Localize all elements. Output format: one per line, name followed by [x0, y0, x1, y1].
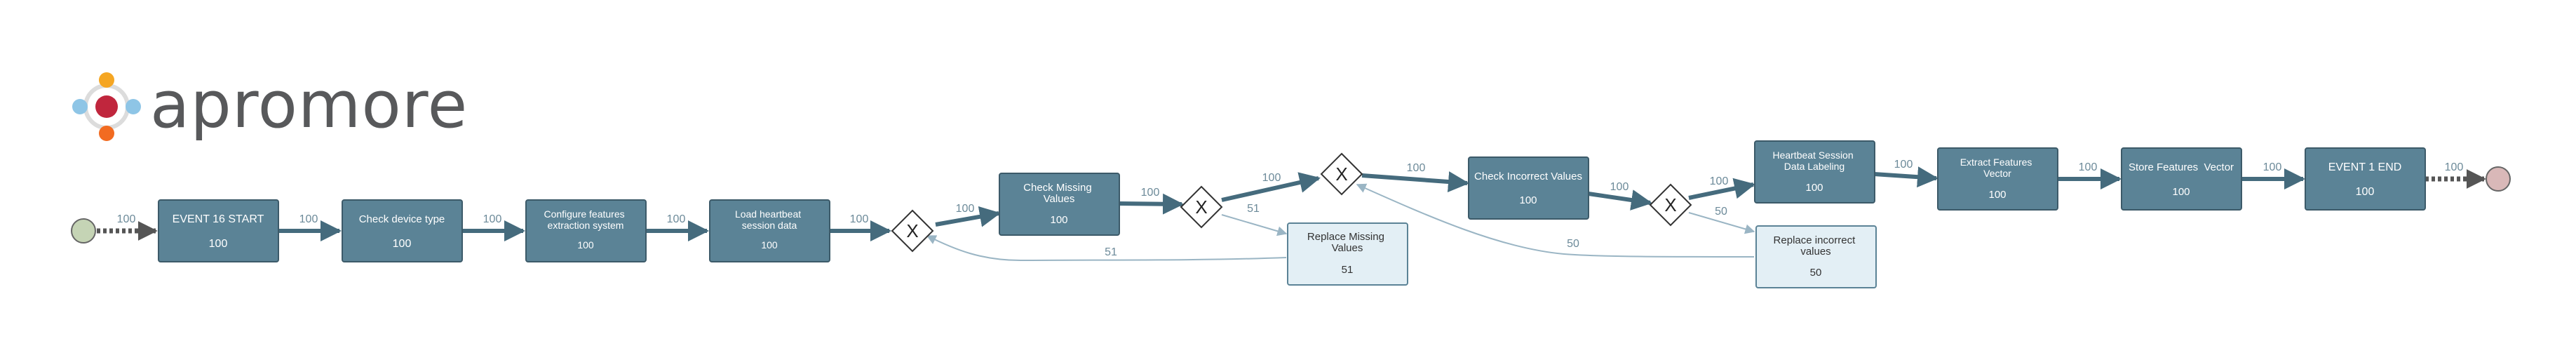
start-event[interactable]	[71, 218, 96, 244]
edge-label: 51	[1247, 203, 1260, 215]
task-replace-incorrect-values[interactable]: Replace incorrect values 50	[1755, 225, 1877, 288]
edge-label: 100	[1407, 162, 1426, 174]
task-replace-missing-values[interactable]: Replace Missing Values 51	[1287, 222, 1408, 286]
task-count: 100	[2356, 186, 2375, 198]
task-check-missing-values[interactable]: Check Missing Values 100	[999, 173, 1120, 236]
edge-replace-incorrect-to-gateway3[interactable]	[1356, 183, 1755, 258]
edge-label: 100	[1610, 181, 1629, 193]
task-event1-end[interactable]: EVENT 1 END 100	[2305, 147, 2426, 211]
task-check-device-type[interactable]: Check device type 100	[342, 199, 463, 262]
task-count: 100	[761, 239, 778, 251]
task-label-line2: extraction system	[548, 220, 624, 231]
task-label-line1: Heartbeat Session	[1772, 149, 1853, 161]
edge-label: 100	[667, 213, 686, 225]
task-load-heartbeat-session-data[interactable]: Load heartbeat session data 100	[709, 199, 830, 262]
task-label-line1: Extract Features	[1960, 156, 2032, 168]
end-event[interactable]	[2486, 166, 2511, 192]
gateway-symbol: X	[1664, 194, 1676, 215]
edge-label: 100	[956, 203, 975, 215]
edge-label: 50	[1567, 238, 1579, 250]
task-label-line2: session data	[742, 220, 797, 231]
task-event16-start[interactable]: EVENT 16 START 100	[158, 199, 279, 262]
edge-gateway1-to-check-missing[interactable]	[935, 206, 1001, 227]
edge-labeling-to-extract[interactable]	[1873, 166, 1938, 188]
task-label-line2: Data Labeling	[1784, 161, 1845, 172]
edge-label: 100	[117, 213, 136, 225]
gateway-3[interactable]: X	[1320, 152, 1363, 196]
gateway-4[interactable]: X	[1649, 183, 1692, 227]
task-label-line2: values	[1800, 246, 1830, 258]
task-extract-features-vector[interactable]: Extract Features Vector 100	[1937, 147, 2058, 211]
task-label: EVENT 1 END	[2328, 161, 2402, 173]
task-label: Check Missing Values	[1023, 182, 1095, 205]
task-count: 100	[393, 238, 412, 250]
edge-replace-missing-to-gateway1[interactable]	[926, 235, 1287, 262]
task-count: 100	[1988, 189, 2006, 201]
edge-label: 100	[1262, 172, 1281, 184]
edge-label: 100	[1141, 187, 1160, 199]
task-label: Load heartbeat session data	[735, 208, 804, 231]
edge-label: 100	[850, 213, 869, 225]
task-label: Replace Missing Values	[1307, 231, 1387, 254]
task-count: 100	[577, 239, 594, 251]
edge-label: 100	[1894, 159, 1913, 171]
edge-label: 50	[1715, 206, 1727, 218]
task-label-line1: Check Missing	[1023, 182, 1092, 194]
edge-label: 100	[299, 213, 318, 225]
edge-label: 100	[483, 213, 502, 225]
task-label-line2: Values	[1332, 242, 1363, 254]
edge-label: 100	[2079, 161, 2098, 173]
edge-gateway2-to-gateway3[interactable]	[1221, 172, 1321, 202]
edge-label: 51	[1105, 246, 1117, 258]
task-label: Extract Features Vector	[1960, 156, 2035, 179]
task-count: 50	[1810, 267, 1822, 279]
task-label-line2: Values	[1044, 193, 1075, 205]
edges: 100 100 100 100 100 100 100 51 51 100 10…	[97, 159, 2486, 262]
apromore-logo-icon	[72, 72, 141, 141]
edge-label: 100	[1710, 175, 1729, 187]
task-label: EVENT 16 START	[173, 213, 264, 225]
task-check-incorrect-values[interactable]: Check Incorrect Values 100	[1468, 156, 1589, 220]
task-label-line1: Replace incorrect	[1774, 234, 1856, 246]
edge-label: 100	[2445, 161, 2464, 173]
apromore-wordmark: apromore	[150, 67, 468, 142]
gateway-1[interactable]: X	[891, 209, 934, 253]
task-label: Check device type	[359, 213, 445, 225]
edge-gateway4-to-replace-incorrect[interactable]	[1688, 212, 1755, 234]
task-store-features-vector[interactable]: Store Features Vector 100	[2121, 147, 2242, 211]
task-configure-features-extraction[interactable]: Configure features extraction system 100	[525, 199, 647, 262]
gateway-symbol: X	[1195, 196, 1207, 218]
task-label-line1: Load heartbeat	[735, 208, 801, 220]
task-label: Check Incorrect Values	[1474, 171, 1582, 182]
edge-gateway4-to-labeling[interactable]	[1688, 178, 1755, 200]
edge-check-incorrect-to-gateway4[interactable]	[1588, 189, 1652, 211]
task-label: Heartbeat Session Data Labeling	[1772, 149, 1856, 172]
task-count: 100	[209, 238, 228, 250]
gateway-symbol: X	[1335, 164, 1347, 185]
edge-label: 100	[2263, 161, 2282, 173]
task-count: 100	[1050, 214, 1067, 226]
task-count: 100	[1519, 194, 1537, 206]
task-count: 51	[1342, 264, 1354, 276]
task-label: Replace incorrect values	[1774, 234, 1859, 258]
gateway-2[interactable]: X	[1180, 185, 1223, 229]
task-count: 100	[2172, 186, 2190, 198]
task-heartbeat-session-labeling[interactable]: Heartbeat Session Data Labeling 100	[1754, 140, 1875, 204]
task-label-line2: Vector	[1983, 168, 2011, 179]
gateway-symbol: X	[906, 220, 918, 241]
task-label-line1: Configure features	[544, 208, 624, 220]
task-label: Configure features extraction system	[544, 208, 627, 231]
edge-gateway2-to-replace-missing[interactable]	[1221, 214, 1288, 236]
task-label-line1: Replace Missing	[1307, 231, 1384, 243]
edge-gateway3-to-check-incorrect[interactable]	[1361, 171, 1469, 192]
task-label: Store Features Vector	[2129, 161, 2234, 173]
task-count: 100	[1805, 182, 1823, 194]
